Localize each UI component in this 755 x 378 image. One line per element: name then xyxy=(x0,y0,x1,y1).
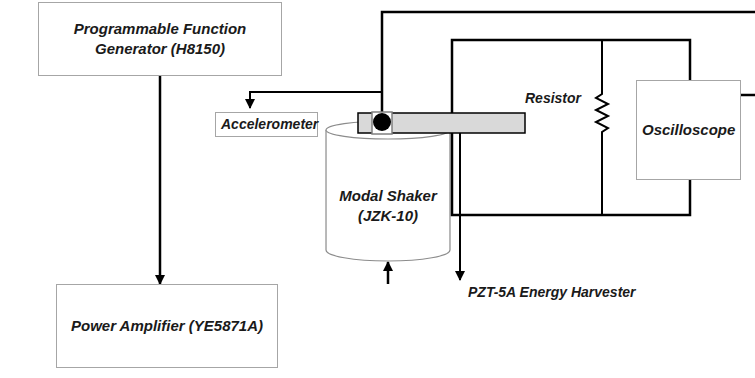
shaker-cylinder: Modal Shaker (JZK-10) xyxy=(325,120,451,262)
node-text: Modal Shaker (JZK-10) xyxy=(330,186,446,227)
harvester-label: PZT-5A Energy Harvester xyxy=(468,284,636,300)
resistor-symbol xyxy=(596,40,608,215)
equipment-box: Power Amplifier (YE5871A) xyxy=(56,284,278,368)
equipment-box: Programmable Function Generator (H8150) xyxy=(38,2,282,76)
wire xyxy=(741,94,755,97)
node-text: Programmable Function Generator (H8150) xyxy=(44,19,276,60)
leader-line xyxy=(459,133,461,280)
node-text: Power Amplifier (YE5871A) xyxy=(71,316,263,336)
leader-line xyxy=(250,92,382,108)
node-text: Oscilloscope xyxy=(642,120,735,140)
signal-connector xyxy=(159,76,162,284)
equipment-box: Accelerometer xyxy=(215,112,318,137)
signal-connector xyxy=(387,262,390,284)
resistor-label: Resistor xyxy=(525,90,581,106)
node-text: Accelerometer xyxy=(221,115,312,134)
equipment-box: Oscilloscope xyxy=(636,80,741,180)
